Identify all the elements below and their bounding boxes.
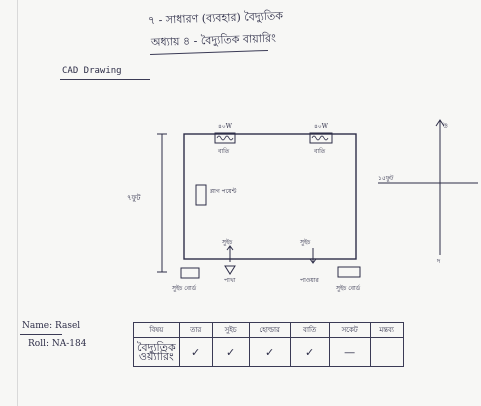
power-label: পাওয়ার — [300, 277, 320, 284]
table-check-cell: ✓ — [248, 337, 291, 367]
board-left-label: সুইচ বোর্ড — [171, 285, 197, 292]
compass-arrow-icon — [435, 119, 445, 127]
switch-left-label: সুইচ — [221, 239, 233, 246]
fan-icon — [224, 265, 236, 275]
table-check-cell: ✓ — [211, 337, 250, 367]
height-dimension-label: ৭ফুট — [127, 193, 141, 202]
table-header-cell: সুইচ — [211, 322, 250, 338]
table-header-cell: তার — [178, 322, 213, 338]
plug-point-label: প্লাগ পয়েন্ট — [210, 188, 237, 195]
table-header-cell: মন্তব্য — [369, 322, 404, 338]
signature-underline — [20, 334, 62, 335]
table-row-label: বৈদ্যুতিক ওয়্যারিং — [133, 337, 180, 367]
table-check-cell — [369, 337, 404, 367]
light-left-icon — [214, 132, 236, 144]
board-left-icon — [180, 267, 200, 279]
light-right-icon — [309, 132, 333, 144]
heading-underline — [60, 79, 150, 80]
table-check-cell: ✓ — [289, 337, 330, 367]
board-right-icon — [337, 266, 361, 278]
light-right-watt: ৪০W — [314, 123, 329, 130]
table-header-cell: বিষয় — [133, 322, 180, 338]
table-header-cell: সকেট — [328, 322, 371, 338]
light-right-label: বাতি — [313, 148, 326, 155]
page-margin-line — [17, 0, 18, 406]
width-dimension-label: ১৫ফুট — [378, 174, 394, 182]
fan-label: পাখা — [224, 277, 236, 284]
room-outline — [183, 133, 357, 260]
compass-south: দ — [436, 258, 441, 265]
signature-name: Name: Rasel — [22, 321, 81, 331]
board-right-label: সুইচ বোর্ড — [335, 285, 361, 292]
switch-right-label: সুইচ — [299, 239, 311, 246]
plug-point-icon — [195, 184, 207, 206]
table-header-cell: বাতি — [289, 322, 330, 338]
table-check-cell: — — [328, 337, 371, 367]
checklist-table: বিষয় তার সুইচ হোল্ডার বাতি সকেট মন্তব্য… — [133, 322, 404, 367]
light-left-label: বাতি — [217, 148, 230, 155]
table-header-cell: হোল্ডার — [248, 322, 291, 338]
signature-roll: Roll: NA-184 — [28, 339, 87, 349]
table-check-cell: ✓ — [178, 337, 213, 367]
compass-north: উ — [442, 122, 448, 130]
light-left-watt: ৪০W — [218, 123, 233, 130]
section-heading: CAD Drawing — [62, 66, 122, 76]
